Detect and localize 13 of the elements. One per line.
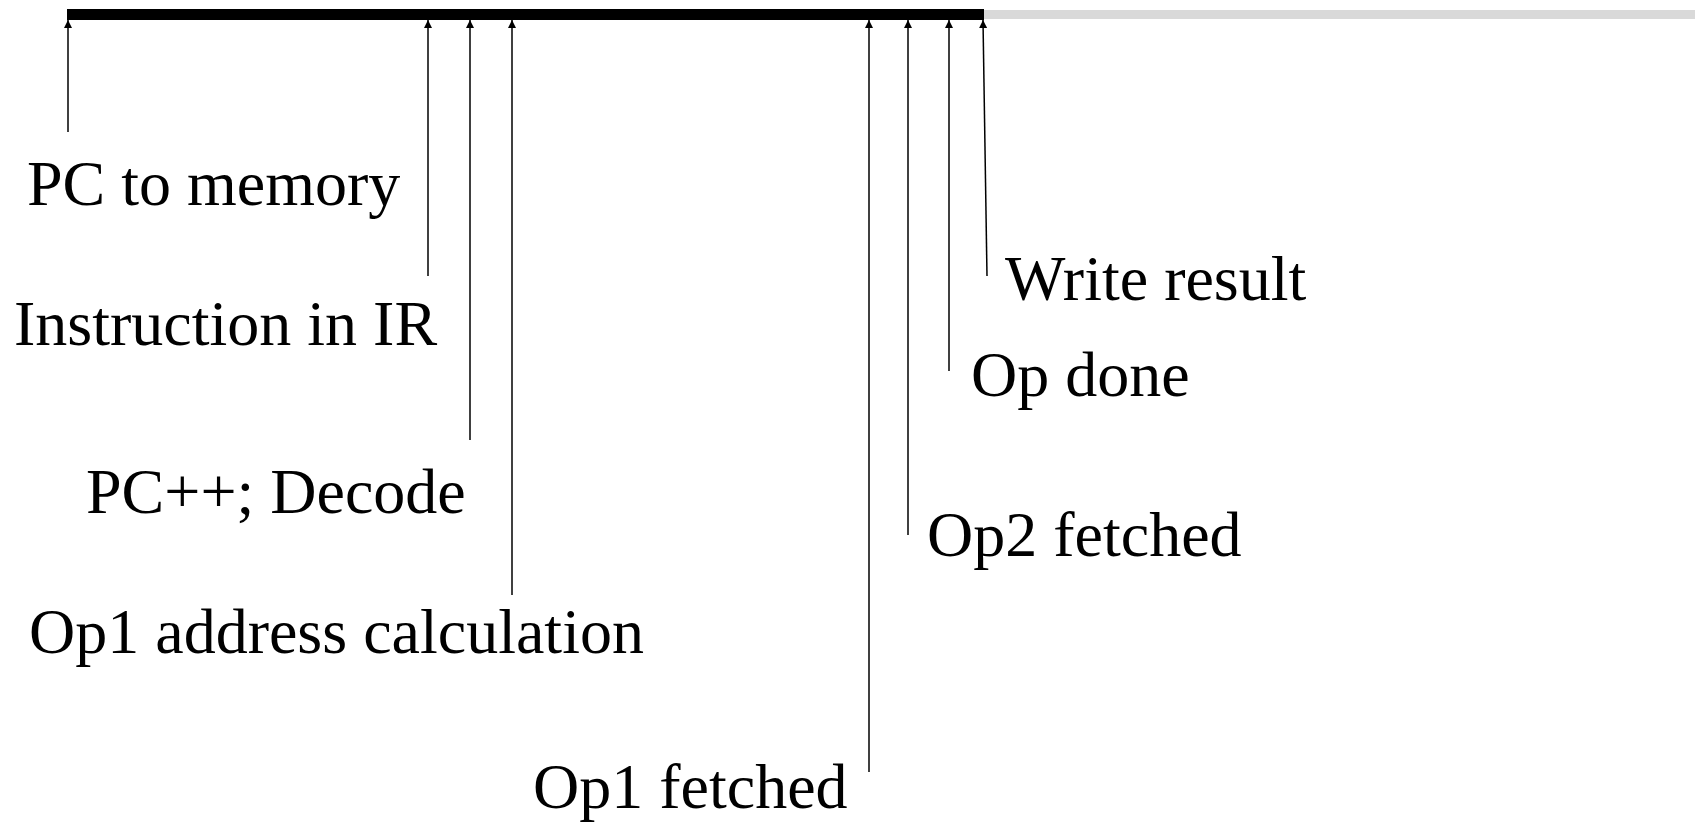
leader-arrow [979,19,988,277]
leader-arrow [865,19,873,773]
leader-arrow [424,19,432,277]
event-label: PC++; Decode [86,460,466,524]
leader-arrow [64,19,72,133]
event-label: Write result [1005,247,1307,311]
timeline-bar [67,9,984,20]
leader-arrow [904,19,912,536]
leader-arrow [466,19,474,441]
event-label: Instruction in IR [14,292,438,356]
leader-arrow [508,19,516,596]
timeline-bar [984,10,1695,19]
leader-arrow [945,19,953,372]
